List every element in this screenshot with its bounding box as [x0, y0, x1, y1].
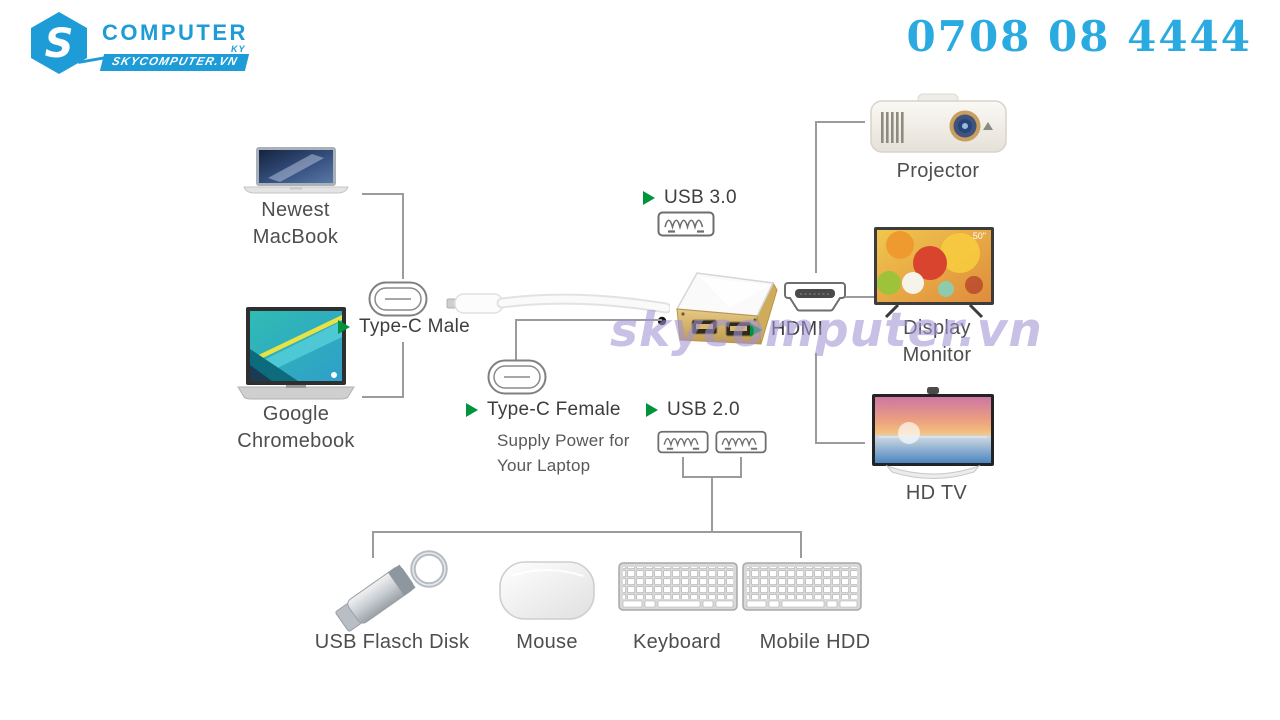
left-bracket-bottom-line [402, 342, 404, 398]
green-arrow-icon [466, 403, 478, 417]
macbook-connector-line [362, 193, 404, 195]
supply-power-text-1: Supply Power for [497, 431, 630, 450]
usb2-center-line [711, 476, 713, 533]
rail-drop-left [372, 531, 374, 558]
usb2-port-icon-1 [657, 430, 709, 454]
usb3-label: USB 3.0 [643, 187, 737, 209]
peripheral-rail-line [372, 531, 802, 533]
usb2-drop-line-1 [682, 457, 684, 478]
right-bracket-bottom-line [815, 353, 817, 444]
female-port-line-v [515, 319, 517, 360]
macbook-image [243, 147, 349, 194]
usb2-drop-line-2 [740, 457, 742, 478]
supply-power-text-2: Your Laptop [497, 456, 591, 475]
type-c-male-label: Type-C Male [338, 316, 470, 338]
projector-image [870, 93, 1007, 153]
svg-text:S: S [45, 21, 74, 67]
skycomputer-logo: S COMPUTER KY SKYCOMPUTER.VN [26, 8, 276, 78]
usb2-label: USB 2.0 [646, 399, 740, 421]
display-monitor-label: Display Monitor [902, 317, 972, 366]
logo-brand-text: COMPUTER [102, 20, 248, 45]
type-c-female-label: Type-C Female [466, 399, 621, 421]
projector-label: Projector [896, 160, 980, 182]
monitor-connector-line [845, 296, 876, 298]
right-bracket-top-line [815, 121, 817, 273]
chromebook-image [237, 307, 355, 400]
green-arrow-icon [750, 322, 762, 337]
left-bracket-top-line [402, 193, 404, 279]
keyboard-label: Keyboard [632, 631, 721, 653]
monitor-size-badge: 50" [973, 231, 986, 241]
usb-c-cable-image [446, 293, 670, 314]
green-arrow-icon [646, 403, 658, 417]
logo-sub-text: KY [231, 44, 246, 54]
keyboard-image [618, 562, 738, 611]
usb2-port-icon-2 [715, 430, 767, 454]
rail-drop-right [800, 531, 802, 558]
usb-flash-disk-image [335, 550, 448, 632]
chromebook-connector-line [362, 396, 404, 398]
projector-connector-line [815, 121, 865, 123]
hdtv-connector-line [815, 442, 865, 444]
mouse-image [499, 561, 595, 620]
female-port-line-h [515, 319, 662, 321]
type-c-male-icon [368, 281, 428, 317]
usb3-port-icon [657, 211, 715, 237]
mouse-label: Mouse [516, 631, 578, 653]
mobile-hdd-image [742, 562, 862, 611]
hdmi-port-icon [784, 282, 846, 312]
mobile-hdd-label: Mobile HDD [759, 631, 871, 653]
chromebook-label: Google Chromebook [237, 403, 355, 452]
green-arrow-icon [643, 191, 655, 205]
logo-hexagon-icon: S [31, 12, 87, 74]
hdtv-image [872, 387, 994, 479]
logo-site-text: SKYCOMPUTER.VN [99, 54, 250, 71]
hdmi-label: HDMI [750, 318, 823, 341]
hdtv-label: HD TV [905, 482, 968, 504]
phone-number: 0708 08 4444 [906, 12, 1252, 61]
usb-flash-disk-label: USB Flasch Disk [314, 631, 470, 653]
macbook-label: Newest MacBook [252, 199, 339, 248]
type-c-female-icon [487, 359, 547, 395]
green-arrow-icon [338, 320, 350, 334]
display-monitor-image: 50" [874, 227, 994, 319]
